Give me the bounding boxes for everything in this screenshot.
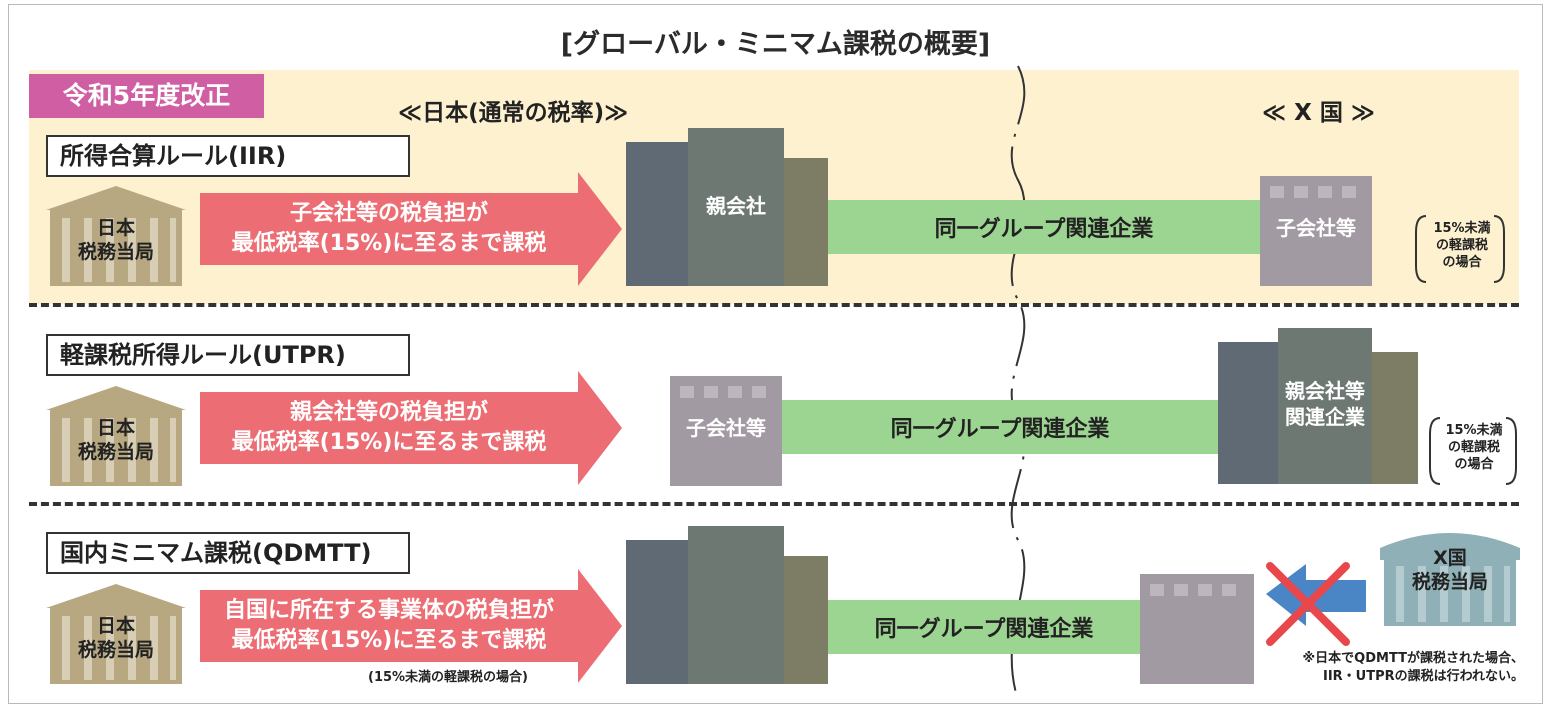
tax-arrow [200,371,622,485]
note-bracket-right [1505,417,1517,485]
revision-tag: 令和5年度改正 [29,74,264,118]
rule-name-utpr: 軽課税所得ルール(UTPR) [46,334,410,376]
group-link-bar [828,200,1260,254]
qdmtt-footnote: ※日本でQDMTTが課税された場合、IIR・UTPRの課税は行われない。 [1302,651,1524,684]
cross-mark-icon [1266,562,1350,646]
note-bracket-right [1493,215,1505,283]
subsidiary-label: 子会社等 [686,416,766,440]
arrow-label: 親会社等の税負担が最低税率(15%)に至るまで課税 [231,400,547,455]
group-link-bar [782,400,1218,454]
parent-affiliate-label: 親会社等関連企業 [1285,379,1365,429]
tax-arrow [200,172,622,286]
group-link-bar [828,600,1140,654]
row-divider [29,303,1519,307]
government-building-icon [1380,533,1520,626]
arrow-label: 子会社等の税負担が最低税率(15%)に至るまで課税 [231,201,547,256]
note-bracket-left [1415,215,1427,283]
government-building-icon [46,584,186,684]
group-link-label: 同一グループ関連企業 [934,217,1154,242]
japan-header: ≪日本(通常の税率)≫ [398,100,629,126]
arrow-label: 自国に所在する事業体の税負担が最低税率(15%)に至るまで課税 [223,598,554,653]
office-building-icon [1140,574,1254,684]
arrow-note: (15%未満の軽課税の場合) [368,670,528,685]
office-building-icon [1260,176,1372,286]
low-tax-note: 15%未満の軽課税の場合 [1433,221,1491,270]
office-building-icon [1218,328,1418,484]
x-authority-label: X国税務当局 [1411,547,1488,593]
office-building-icon [670,376,782,486]
note-bracket-left [1429,417,1441,485]
low-tax-note: 15%未満の軽課税の場合 [1445,423,1503,472]
rule-name-qdmtt: 国内ミニマム課税(QDMTT) [46,532,410,574]
row-divider [29,502,1519,506]
figure-title: [グローバル・ミニマム課税の概要] [560,29,991,60]
office-building-icon [626,128,828,286]
group-link-label: 同一グループ関連企業 [874,617,1094,642]
government-building-icon [46,386,186,486]
office-building-icon [626,526,828,684]
tax-arrow [200,569,622,683]
authority-label: 日本税務当局 [77,615,154,661]
authority-label: 日本税務当局 [77,217,154,263]
group-link-label: 同一グループ関連企業 [890,417,1110,442]
authority-label: 日本税務当局 [77,417,154,463]
x-country-header: ≪ X 国 ≫ [1262,100,1375,126]
government-building-icon [46,186,186,286]
subsidiary-label: 子会社等 [1276,216,1356,240]
rule-name-iir: 所得合算ルール(IIR) [46,135,410,177]
parent-company-label: 親会社 [706,194,766,218]
